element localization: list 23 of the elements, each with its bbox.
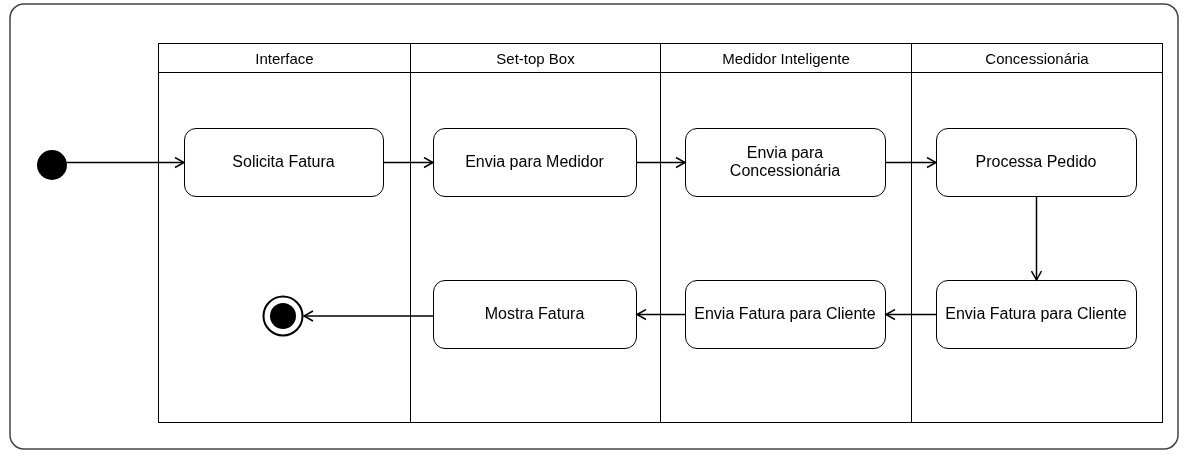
- swimlane: [660, 43, 912, 423]
- action-box: Mostra Fatura: [432, 279, 637, 349]
- action-box: Envia Fatura para Cliente: [935, 279, 1137, 349]
- action-box: Processa Pedido: [935, 127, 1137, 197]
- action-box: Solicita Fatura: [183, 127, 384, 197]
- arrow: [303, 310, 434, 322]
- lane-header: Medidor Inteligente: [661, 44, 911, 73]
- lane-header: Interface: [159, 44, 410, 73]
- swimlane: [911, 43, 1163, 423]
- swimlane: [410, 43, 661, 423]
- arrow: [383, 156, 434, 169]
- swimlane: [158, 43, 411, 423]
- arrow: [636, 308, 686, 321]
- arrow: [1030, 196, 1043, 281]
- action-box: Envia para Medidor: [432, 127, 637, 197]
- lane-header: Concessionária: [912, 44, 1162, 73]
- action-box: Envia Fatura para Cliente: [684, 279, 886, 349]
- arrow: [636, 156, 686, 169]
- arrow: [885, 308, 937, 321]
- lane-header: Set-top Box: [411, 44, 660, 73]
- arrow: [885, 156, 937, 169]
- action-box: Envia para Concessionária: [684, 127, 886, 197]
- arrow: [66, 156, 185, 169]
